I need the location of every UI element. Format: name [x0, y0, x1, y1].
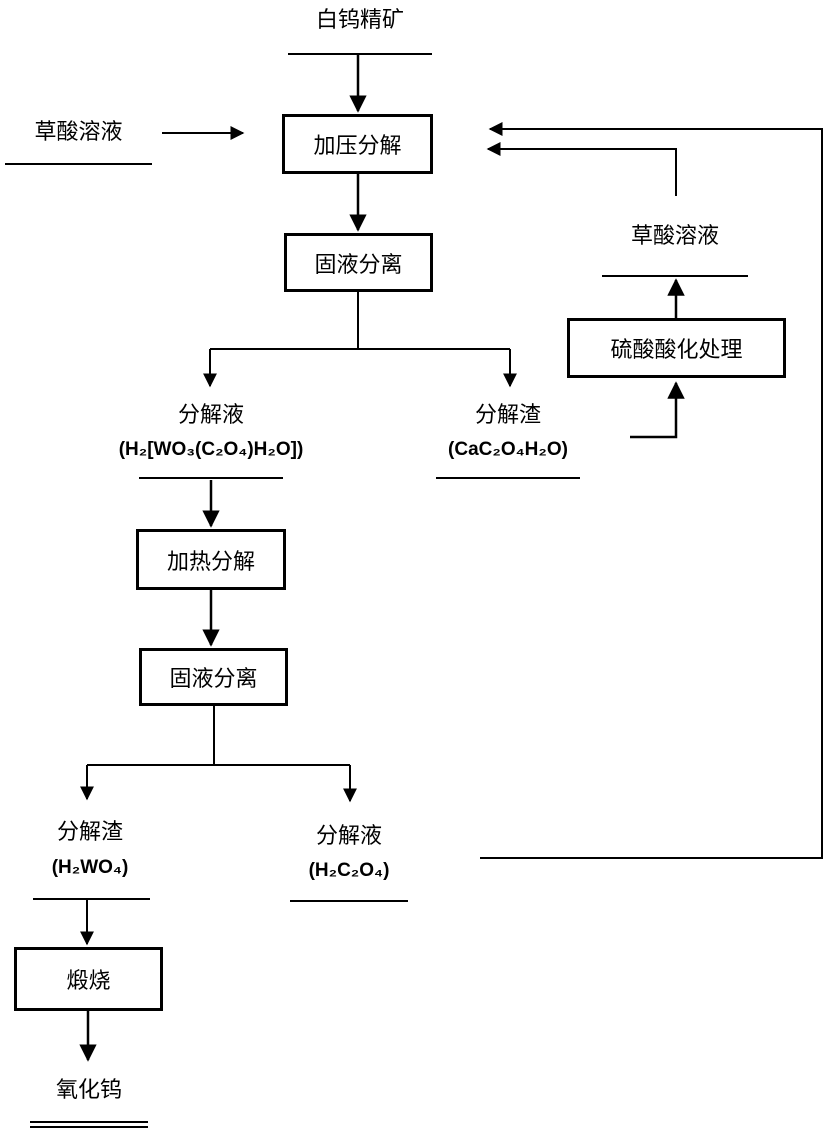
box-calcine: 煅烧	[14, 947, 163, 1011]
box-pressure-decomp: 加压分解	[282, 114, 433, 174]
label-liquor2-formula: (H₂C₂O₄)	[290, 860, 408, 882]
label-scheelite: 白钨精矿	[288, 8, 432, 34]
label-liquor2: 分解液	[290, 824, 408, 850]
box-acid-treat: 硫酸酸化处理	[567, 318, 786, 378]
box-sep1: 固液分离	[284, 233, 433, 292]
label-product: 氧化钨	[30, 1078, 148, 1104]
label-residue1-formula: (CaC₂O₄H₂O)	[436, 439, 580, 461]
label-residue1: 分解渣	[436, 403, 580, 429]
label-residue2: 分解渣	[30, 820, 150, 846]
box-thermal-decomp: 加热分解	[136, 529, 286, 590]
label-liquor1: 分解液	[139, 403, 283, 429]
label-oxalic-regen: 草酸溶液	[602, 224, 748, 250]
arrow-residue1-acid	[630, 383, 676, 437]
arrow-regen-recycle	[488, 149, 676, 196]
box-sep2: 固液分离	[139, 648, 288, 706]
label-liquor1-formula: (H₂[WO₃(C₂O₄)H₂O])	[96, 439, 326, 461]
label-residue2-formula: (H₂WO₄)	[30, 857, 150, 879]
label-oxalic-in: 草酸溶液	[5, 120, 152, 146]
